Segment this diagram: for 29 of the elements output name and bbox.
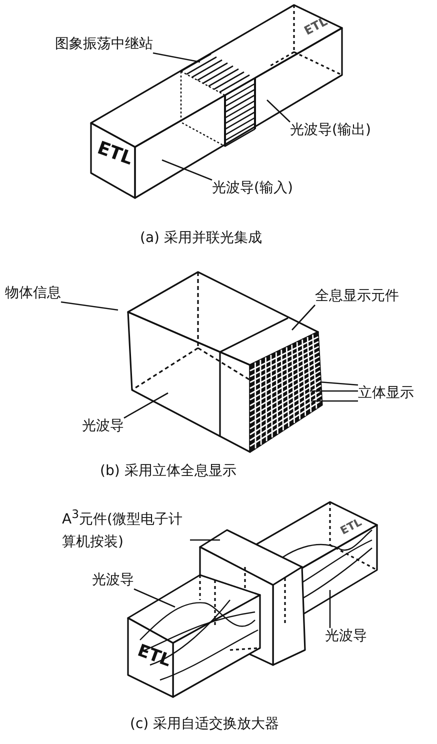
leader-line [292, 304, 316, 330]
callout-label: 立体显示 [358, 385, 414, 402]
leader-line [134, 588, 176, 608]
box-marking: ETL [95, 139, 135, 168]
leader-line [320, 381, 358, 386]
box-marking: ETL [135, 642, 173, 670]
leader-line [266, 100, 290, 122]
leader-line [310, 390, 358, 392]
callout-label: 光波导 [82, 418, 124, 435]
callout-label: 物体信息 [5, 285, 61, 302]
leader-line [152, 52, 200, 63]
callout-label: A$^{3}$元件(微型电子计算机按装) [62, 503, 190, 553]
box-marking: ETL [301, 13, 331, 40]
callout-label: 光波导 [92, 572, 134, 589]
callout-label: 全息显示元件 [315, 288, 399, 305]
figure-caption: (c) 采用自适交换放大器 [130, 716, 280, 733]
figure-caption: (b) 采用立体全息显示 [100, 463, 236, 480]
leader-line [162, 159, 212, 181]
leader-line [124, 392, 168, 419]
callout-label: 光波导(输出) [290, 122, 371, 139]
figure-caption: (a) 采用并联光集成 [140, 230, 262, 247]
callout-label: 光波导(输入) [212, 180, 293, 197]
leader-line [60, 301, 118, 311]
leader-line [190, 539, 220, 541]
leader-line [311, 400, 358, 402]
callout-label: 图象振荡中继站 [55, 36, 153, 53]
box-marking: ETL [337, 514, 365, 540]
leader-line [329, 590, 331, 628]
callout-label: 光波导 [325, 628, 367, 645]
